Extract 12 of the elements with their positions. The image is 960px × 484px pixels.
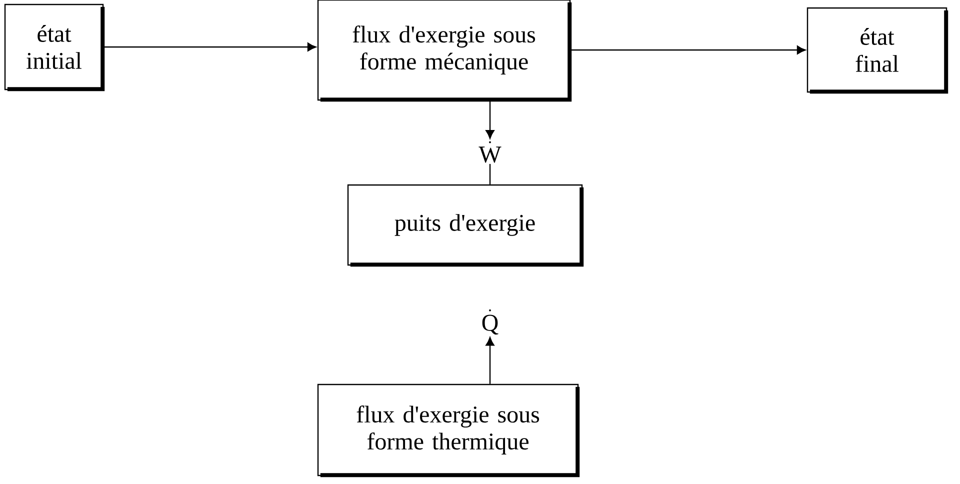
variable-label: $\dot{\mathrm{W}}$ — [478, 141, 502, 163]
arrow — [486, 337, 494, 384]
process-box: flux d'exergie sous forme mécanique — [317, 0, 572, 102]
connector-line — [489, 164, 491, 184]
process-box: état initial — [4, 4, 105, 92]
process-box: flux d'exergie sous forme thermique — [317, 384, 580, 478]
variable-label: $\dot{\mathrm{Q}}$ — [482, 309, 498, 335]
arrow — [104, 42, 316, 52]
process-box: puits d'exergie — [347, 184, 584, 267]
arrow — [486, 100, 494, 139]
process-box: état final — [806, 7, 948, 94]
arrow — [570, 46, 806, 54]
